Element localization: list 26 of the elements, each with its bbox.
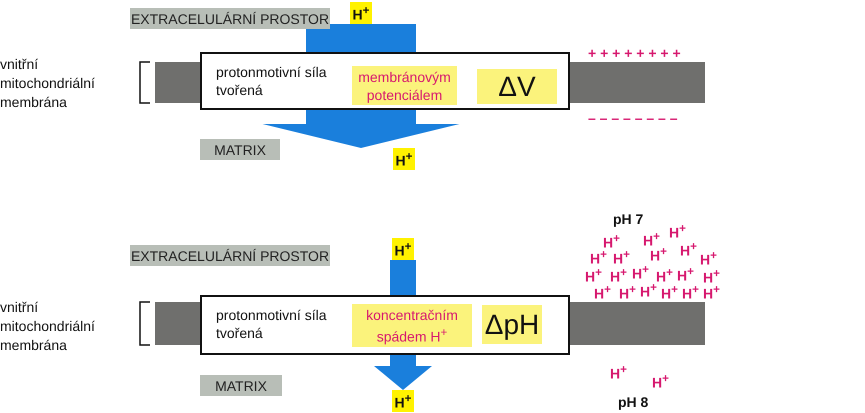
force-box [200, 295, 570, 355]
symbol-label: ΔV [477, 69, 557, 104]
caption-text: protonmotivní síla tvořená [216, 306, 328, 342]
region-label: EXTRACELULÁRNÍ PROSTOR [130, 8, 330, 29]
charge-signs: + + + + + + + + [588, 44, 681, 63]
membrane-label: vnitřní mitochondriální membrána [0, 55, 96, 112]
ph-label: pH 8 [618, 393, 648, 412]
force-box [200, 52, 570, 110]
region-label: EXTRACELULÁRNÍ PROSTOR [130, 245, 330, 266]
proton-label: H$^{+}$ [652, 371, 669, 393]
proton-label: H$^{+}$ [610, 362, 627, 384]
charge-signs: – – – – – – – – [588, 109, 678, 128]
highlight-label: koncentračním spádem H$^{+}$ [352, 304, 472, 347]
symbol-label: ΔpH [482, 305, 542, 344]
highlight-label: membránovým potenciálem [352, 66, 457, 105]
region-label: MATRIX [200, 375, 282, 396]
proton-label: H$^{+}$ [661, 282, 678, 304]
proton-label: H$^{+}$ [350, 2, 372, 24]
proton-label: H$^{+}$ [392, 238, 414, 260]
ph-label: pH 7 [613, 210, 644, 229]
caption-text: protonmotivní síla tvořená [216, 63, 328, 99]
region-label: MATRIX [200, 139, 280, 160]
proton-label: H$^{+}$ [393, 148, 415, 170]
proton-label: H$^{+}$ [392, 390, 414, 412]
membrane-label: vnitřní mitochondriální membrána [0, 298, 96, 355]
proton-label: H$^{+}$ [656, 265, 673, 285]
